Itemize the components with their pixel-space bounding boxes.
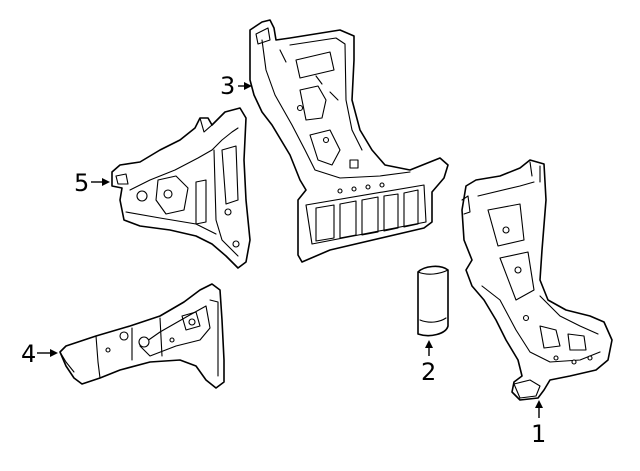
part-4-wheelhouse[interactable] <box>59 283 225 389</box>
callout-1-number: 1 <box>531 420 546 448</box>
part-1-pillar[interactable] <box>461 159 613 401</box>
part-2-pad[interactable] <box>417 265 449 337</box>
callout-2-number: 2 <box>421 358 436 386</box>
part-3-panel[interactable] <box>249 19 449 263</box>
callout-5-number: 5 <box>74 169 89 197</box>
callout-3-arrowhead <box>244 82 252 90</box>
callout-4-arrowhead <box>50 349 58 357</box>
callout-3: 3 <box>220 72 252 100</box>
callout-1: 1 <box>531 400 546 448</box>
callout-4-number: 4 <box>21 340 36 368</box>
callout-5: 5 <box>74 169 110 197</box>
callout-5-arrowhead <box>102 178 110 186</box>
callout-1-arrowhead <box>535 400 543 408</box>
part-5-bracket[interactable] <box>111 107 251 269</box>
callout-4: 4 <box>21 340 58 368</box>
callout-2: 2 <box>421 340 436 386</box>
callout-2-arrowhead <box>425 340 433 348</box>
callout-3-number: 3 <box>220 72 235 100</box>
